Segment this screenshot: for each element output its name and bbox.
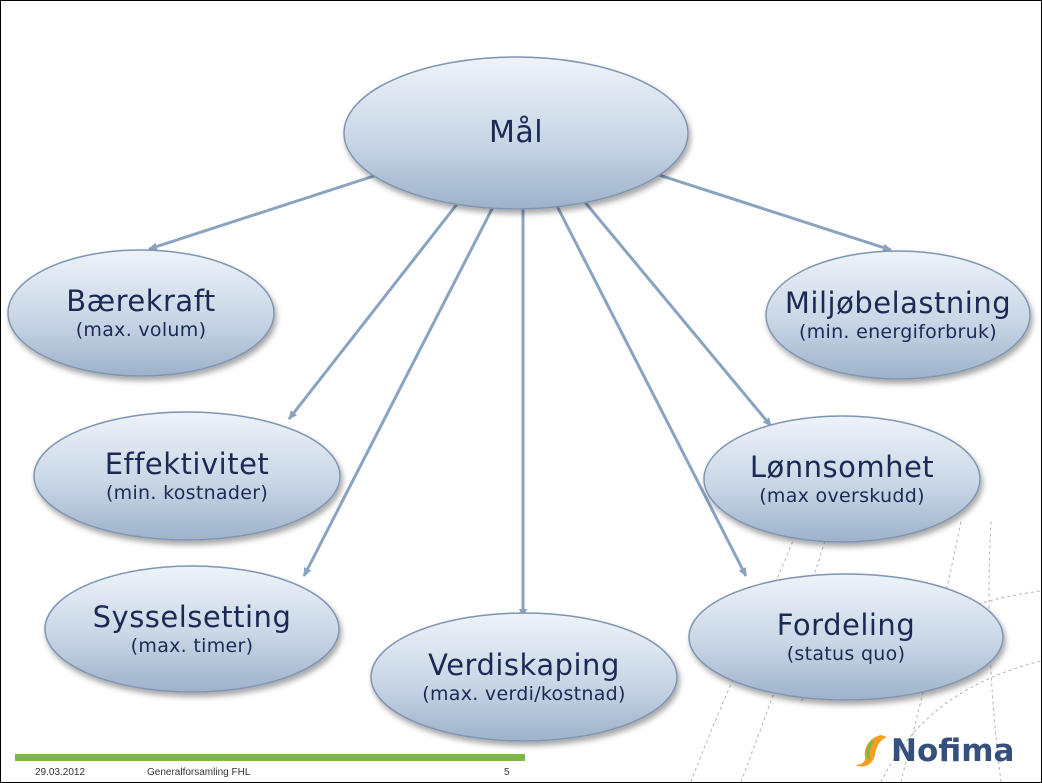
footer-bar [15,754,525,761]
footer-date: 29.03.2012 [35,767,86,778]
node-sysselsetting-shape[interactable] [44,565,340,693]
node-verdiskaping-shape[interactable] [370,612,678,742]
footer-page-number: 5 [504,767,510,778]
node-baerekraft-shape[interactable] [7,249,275,377]
nofima-swoosh-icon [855,735,887,767]
arrows [148,173,892,618]
arrow-sysselsetting [302,204,496,577]
node-lonnsomhet-shape[interactable] [703,415,981,543]
arrow-effektivitet [287,198,463,420]
node-fordeling-shape[interactable] [688,573,1004,701]
arrow-lonnsomhet [582,200,773,427]
arrow-baerekraft [148,173,378,251]
logo-text: Nofima [891,733,1015,769]
node-root-shape[interactable] [343,56,689,210]
arrow-miljobelastning [658,173,892,252]
node-miljobelastning-shape[interactable] [765,250,1031,380]
footer-title: Generalforsamling FHL [147,767,251,778]
arrow-fordeling [555,205,748,577]
nofima-logo: Nofima [853,729,1033,773]
node-effektivitet-shape[interactable] [33,411,341,541]
